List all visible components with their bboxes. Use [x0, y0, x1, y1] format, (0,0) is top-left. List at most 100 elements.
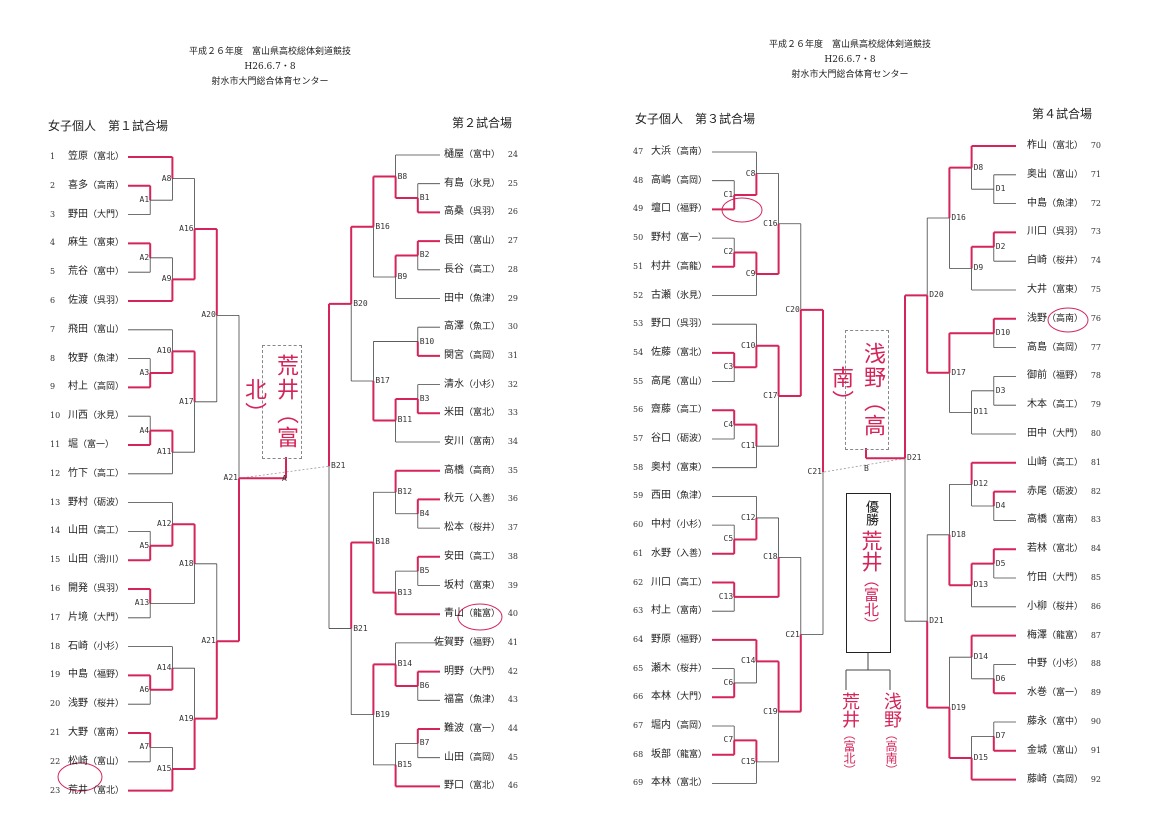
- match-label: B5: [419, 566, 430, 576]
- entry-number: 7: [50, 324, 56, 334]
- entry-number: 25: [507, 178, 518, 188]
- player-school: （富北）: [463, 408, 500, 419]
- entry-number: 78: [1090, 371, 1101, 381]
- match-label: D20: [929, 290, 944, 300]
- bracket-entry: 大井（富東）75: [1027, 283, 1101, 297]
- player-name: 野口: [443, 780, 464, 792]
- player-name: 大井: [1026, 284, 1047, 295]
- match-label: A8: [161, 173, 172, 183]
- match-label: D21: [907, 453, 922, 463]
- player-school: （魚津）: [88, 353, 125, 364]
- player-school: （富山）: [1046, 745, 1083, 756]
- player-name: 奥村: [651, 461, 671, 473]
- match-label: B7: [419, 738, 430, 748]
- player-name: 古瀬: [651, 289, 671, 301]
- entry-number: 58: [633, 462, 644, 472]
- match-label: C8: [745, 168, 756, 178]
- player-school: （大門）: [1046, 429, 1083, 439]
- bracket-entry: 青山（龍富）40: [444, 607, 518, 621]
- player-school: （高工）: [88, 468, 125, 479]
- match-label: A10: [156, 346, 172, 356]
- entry-number: 26: [507, 207, 518, 217]
- player-name: 米田: [443, 407, 464, 419]
- match-label: A15: [156, 764, 172, 773]
- player-name: 竹田: [1026, 572, 1047, 583]
- match-label: B14: [397, 659, 413, 669]
- winner-name: 浅野: [860, 342, 885, 390]
- match-label: C18: [763, 552, 778, 562]
- player-school: （高南）: [1046, 313, 1083, 324]
- entry-number: 17: [50, 612, 61, 622]
- entry-number: 64: [633, 634, 644, 644]
- champion-title: 優勝: [863, 500, 878, 526]
- player-school: （富北）: [671, 347, 708, 358]
- player-name: 川口: [1026, 226, 1047, 238]
- entry-number: 79: [1090, 400, 1101, 410]
- player-school: （小杉）: [88, 641, 125, 652]
- match-label: C17: [763, 390, 778, 400]
- entry-number: 33: [507, 408, 518, 418]
- player-name: 高尾: [651, 375, 671, 387]
- entry-number: 69: [633, 778, 644, 788]
- entry-number: 61: [633, 548, 644, 558]
- player-school: （大門）: [88, 612, 125, 623]
- player-name: 野田: [68, 208, 88, 220]
- match-label: C14: [740, 656, 756, 666]
- player-school: （富中）: [1046, 717, 1083, 727]
- bracket-entry: 野口（富北）46: [444, 779, 518, 793]
- match-label: D6: [995, 673, 1006, 683]
- match-label: B9: [397, 271, 408, 281]
- player-name: 荒谷: [68, 266, 88, 278]
- semifinal-winner-box-b: 浅野（高南）: [828, 330, 889, 450]
- player-school: （大門）: [1046, 573, 1083, 583]
- winner-school: （富北）: [241, 378, 298, 450]
- bracket-entry: 御前（福野）78: [1027, 369, 1101, 383]
- player-school: （大門）: [671, 692, 708, 703]
- match-label: D9: [973, 263, 984, 273]
- player-name: 村上: [68, 381, 88, 393]
- player-name: 川西: [68, 410, 88, 422]
- entry-number: 28: [507, 264, 518, 274]
- match-label: D11: [973, 407, 989, 417]
- winner-name: 荒井: [273, 354, 298, 402]
- player-school: （高工）: [671, 405, 708, 416]
- player-school: （福野）: [671, 634, 708, 645]
- match-label: B12: [397, 487, 413, 497]
- bracket-entry: 米田（富北） 33: [444, 406, 518, 420]
- tournament-date: H26.6.7・8: [824, 55, 876, 65]
- player-school: （桜井）: [671, 663, 708, 674]
- player-school: （富一）: [78, 440, 115, 450]
- player-school: （富東）: [463, 580, 500, 591]
- entry-number: 38: [507, 551, 518, 561]
- player-name: 白崎: [1026, 255, 1047, 267]
- bracket-entry: 木本（高工）79: [1027, 398, 1101, 412]
- player-name: 中村: [651, 519, 671, 531]
- entry-number: 87: [1090, 630, 1101, 640]
- player-school: （高工）: [463, 551, 500, 562]
- bracket-entry: 藤永（富中）90: [1027, 715, 1101, 729]
- entry-number: 21: [50, 728, 61, 737]
- player-school: （富中）: [88, 267, 125, 278]
- entry-number: 88: [1090, 659, 1101, 669]
- player-school: （桜井）: [88, 699, 125, 710]
- match-label: C20: [785, 304, 800, 314]
- entry-number: 37: [507, 523, 518, 533]
- player-name: 喜多: [68, 179, 88, 191]
- match-label: B4: [419, 508, 430, 518]
- bracket-entry: 坂村（富東）39: [444, 579, 518, 593]
- match-label: B21: [353, 623, 368, 633]
- match-label: C5: [723, 534, 734, 544]
